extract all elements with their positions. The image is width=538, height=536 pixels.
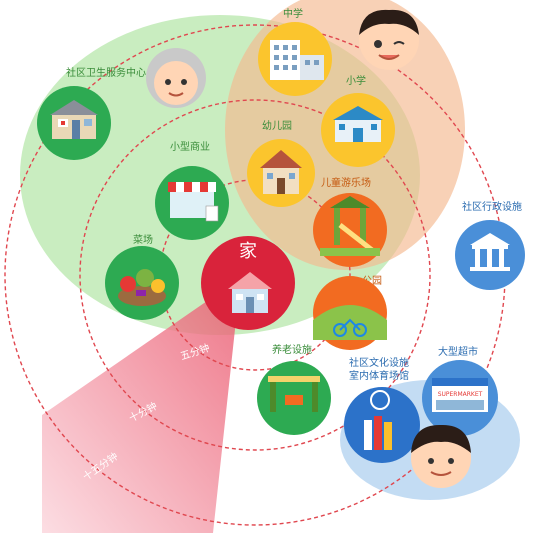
primary-school-label: 小学 (346, 74, 366, 87)
supermarket-label: 大型超市 (438, 345, 478, 358)
home-label: 家 (239, 241, 257, 262)
distance-wedge (42, 270, 252, 533)
vegetable-market-icon (105, 246, 179, 320)
middle-school-icon (258, 22, 332, 96)
park-icon (313, 276, 387, 350)
admin-icon (455, 220, 525, 290)
clinic-icon (37, 86, 111, 160)
ring-ten-minutes (79, 99, 431, 451)
middle-school-label: 中学 (283, 7, 303, 20)
boy-face-top-icon (359, 9, 419, 70)
home-node: 家 (201, 236, 295, 330)
small-shop-label: 小型商业 (170, 140, 210, 153)
admin-label: 社区行政设施 (462, 200, 522, 213)
boy-face-bottom-icon (411, 424, 471, 488)
small-shop-icon (155, 166, 229, 240)
culture-facility-label: 社区文化设施 (349, 356, 409, 369)
supermarket-sign: SUPERMARKET (438, 391, 483, 398)
playground-icon (313, 193, 387, 267)
clinic-label: 社区卫生服务中心 (66, 66, 146, 79)
vegetable-market-label: 菜场 (133, 233, 153, 246)
kindergarten-label: 幼儿园 (262, 119, 292, 132)
playground-label: 儿童游乐场 (321, 176, 371, 189)
kindergarten-icon (247, 139, 315, 207)
elderly-care-icon (257, 361, 331, 435)
primary-school-icon (321, 93, 395, 167)
culture-sports-icon (344, 387, 420, 463)
grandma-face-icon (146, 48, 206, 108)
elderly-care-label: 养老设施 (272, 343, 312, 356)
supermarket-icon: SUPERMARKET (422, 360, 498, 436)
indoor-sports-label: 室内体育场馆 (349, 369, 409, 382)
